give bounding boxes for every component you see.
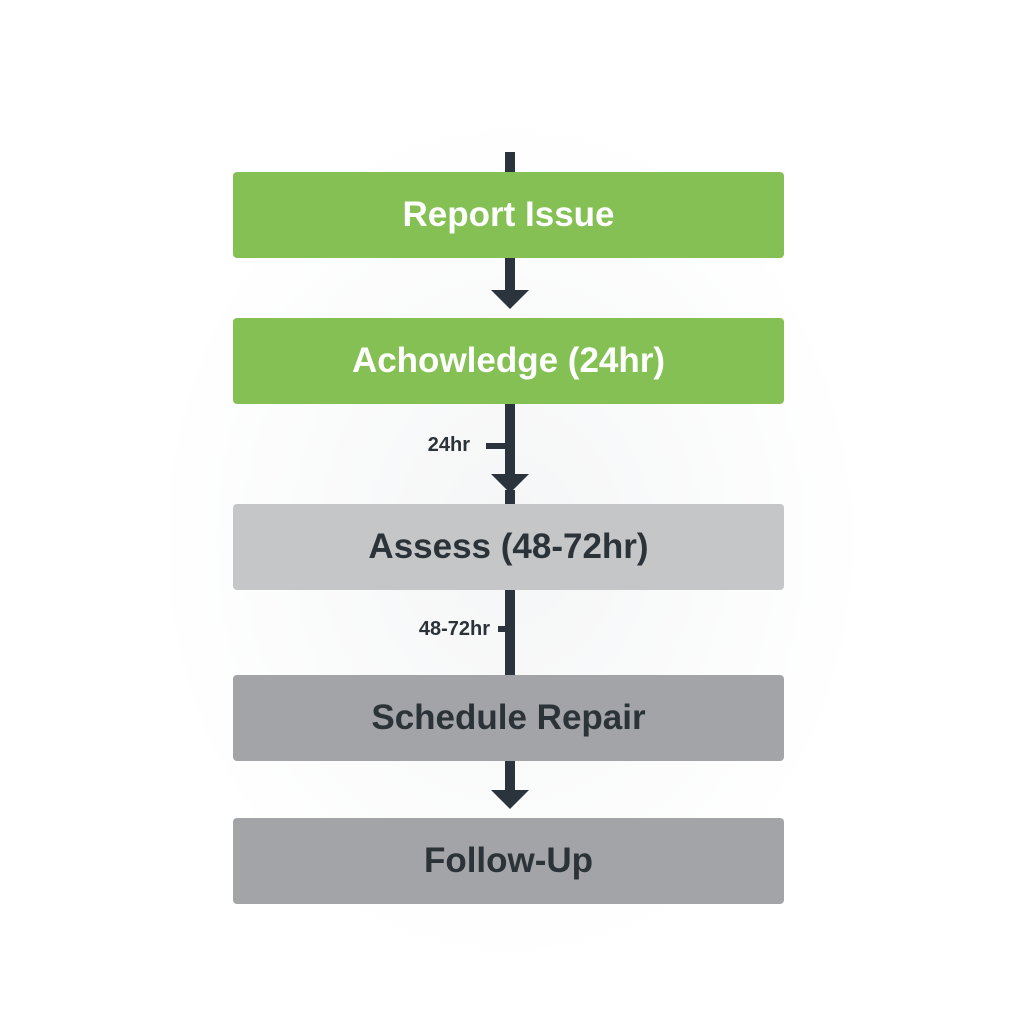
- edge-label-48-72hr: 48-72hr: [418, 618, 490, 640]
- step-acknowledge: Achowledge (24hr): [233, 318, 784, 404]
- connector-line-2: [505, 402, 515, 476]
- tick-mark-24hr: [486, 443, 508, 449]
- arrowhead-2: [491, 474, 529, 493]
- connector-line-1: [505, 256, 515, 292]
- connector-line-3: [505, 588, 515, 676]
- arrowhead-1: [491, 290, 529, 309]
- tick-mark-48-72hr: [498, 626, 508, 632]
- edge-label-24hr: 24hr: [427, 434, 470, 456]
- step-assess: Assess (48-72hr): [233, 504, 784, 590]
- step-report-issue: Report Issue: [233, 172, 784, 258]
- arrowhead-4: [491, 790, 529, 809]
- connector-stub-2: [505, 490, 515, 504]
- entry-line: [505, 152, 515, 174]
- step-schedule-repair: Schedule Repair: [233, 675, 784, 761]
- step-follow-up: Follow-Up: [233, 818, 784, 904]
- connector-line-4: [505, 759, 515, 793]
